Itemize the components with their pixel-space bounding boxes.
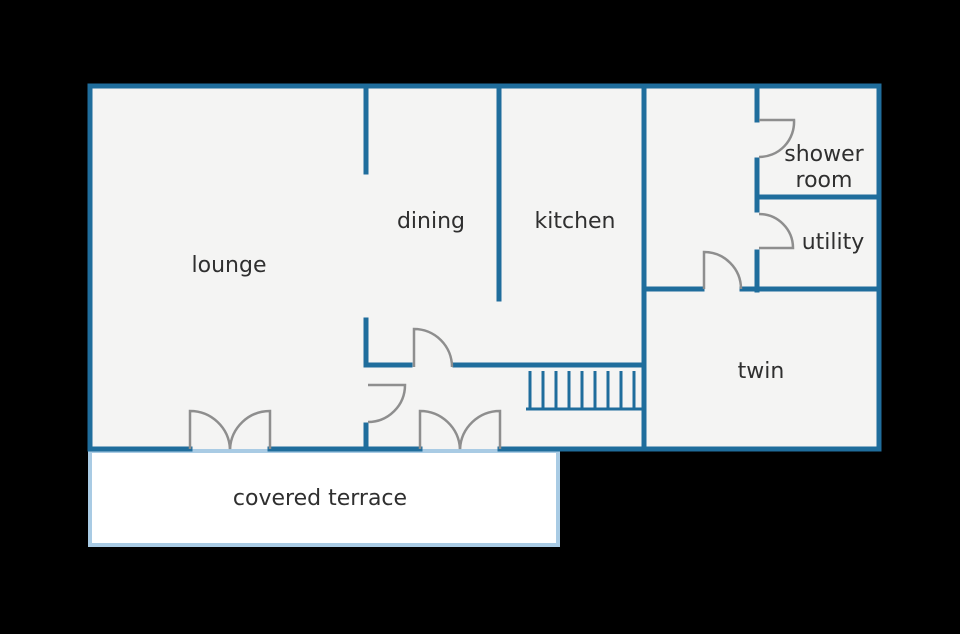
covered-terrace-label: covered terrace [233,486,407,511]
twin-door [702,250,743,290]
utility-door [758,212,795,250]
covered-terrace-area [88,449,560,547]
lounge-label: lounge [192,253,267,278]
shower-room-label-line1: shower [784,142,864,167]
dining-label: dining [397,209,465,234]
lounge-hall-door [367,383,407,424]
kitchen-door [412,327,454,368]
walls [87,83,882,452]
house-floor [90,86,879,449]
kitchen-label: kitchen [535,209,616,234]
twin-label: twin [738,359,785,384]
lounge-door-right [228,409,272,450]
hall-door-right [458,409,502,450]
lounge-door-left [188,409,232,450]
utility-label: utility [802,230,865,255]
staircase [526,371,642,411]
shower-room-door [758,118,796,159]
shower-room-label-line2: room [796,168,853,193]
doors [188,118,796,450]
hall-door-left [418,409,462,450]
